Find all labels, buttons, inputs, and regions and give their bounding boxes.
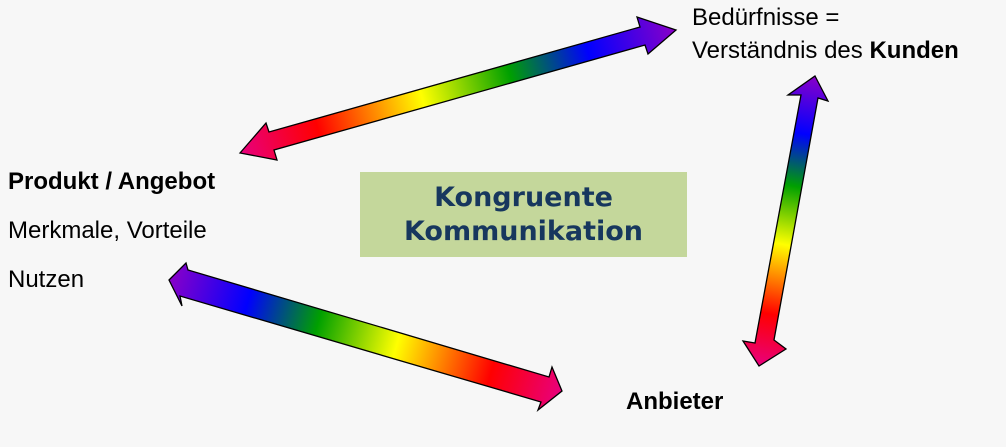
- product-title: Produkt / Angebot: [8, 168, 216, 195]
- arrow-product-needs: [238, 15, 678, 161]
- needs-line-2-text: Verständnis des: [692, 37, 870, 64]
- center-box: Kongruente Kommunikation: [360, 172, 687, 257]
- provider-label: Anbieter: [626, 388, 724, 415]
- needs-line-2: Verständnis des Kunden: [692, 37, 959, 70]
- product-features: Merkmale, Vorteile: [8, 217, 207, 244]
- center-line-1: Kongruente: [434, 181, 613, 213]
- product-label: Produkt / Angebot Merkmale, Vorteile Nut…: [8, 168, 215, 315]
- needs-label: Bedürfnisse = Verständnis des Kunden: [692, 4, 959, 70]
- product-benefit: Nutzen: [8, 266, 85, 293]
- needs-line-1: Bedürfnisse =: [692, 4, 840, 31]
- needs-line-2-bold: Kunden: [869, 37, 959, 64]
- center-line-2: Kommunikation: [403, 215, 644, 247]
- arrow-provider-needs: [741, 75, 830, 367]
- arrow-product-provider: [168, 261, 563, 412]
